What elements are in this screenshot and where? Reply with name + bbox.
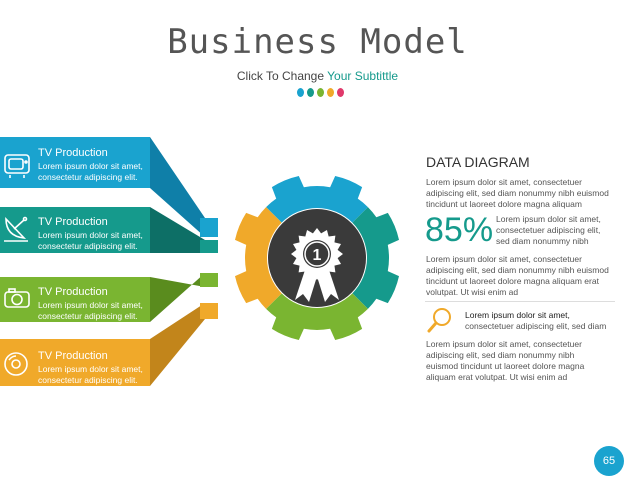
search-icon bbox=[427, 308, 451, 333]
p3-line: adipiscing elit, sed diam nonummy nibh e… bbox=[426, 265, 609, 275]
p2-line: consectetuer adipiscing elit, bbox=[496, 225, 601, 235]
paragraph-4: Lorem ipsum dolor sit amet, consectetuer… bbox=[465, 310, 606, 332]
band-2-box bbox=[0, 207, 150, 253]
badge-number: 1 bbox=[313, 247, 322, 264]
band-4-tab bbox=[200, 303, 218, 319]
subtitle-prefix: Click To Change bbox=[236, 69, 328, 83]
gear-segment-teal bbox=[352, 207, 400, 309]
dot-3 bbox=[317, 88, 324, 97]
band-1-tab bbox=[200, 218, 218, 237]
data-diagram-title: DATA DIAGRAM bbox=[426, 154, 530, 170]
item-4-label: TV Production Lorem ipsum dolor sit amet… bbox=[38, 350, 143, 386]
dot-4 bbox=[327, 88, 334, 97]
band-2 bbox=[0, 207, 218, 253]
item-4-line2: consectetur adipiscing elit. bbox=[38, 375, 138, 385]
band-1-box bbox=[0, 137, 150, 188]
item-3-title: TV Production bbox=[38, 286, 108, 298]
item-2-title: TV Production bbox=[38, 216, 108, 228]
item-3-line1: Lorem ipsum dolor sit amet, bbox=[38, 300, 143, 310]
item-2-label: TV Production Lorem ipsum dolor sit amet… bbox=[38, 216, 143, 252]
paragraph-1: Lorem ipsum dolor sit amet, consectetuer… bbox=[426, 177, 609, 210]
item-4-title: TV Production bbox=[38, 350, 108, 362]
p1-line: adipiscing elit, sed diam nonummy nibh e… bbox=[426, 188, 609, 198]
paragraph-3: Lorem ipsum dolor sit amet, consectetuer… bbox=[426, 254, 609, 298]
item-1-title: TV Production bbox=[38, 147, 108, 159]
dot-2 bbox=[307, 88, 314, 97]
p1-line: tincidunt ut laoreet dolore magna aliqua… bbox=[426, 199, 582, 209]
paragraph-2: Lorem ipsum dolor sit amet, consectetuer… bbox=[496, 214, 601, 247]
disc-icon bbox=[4, 352, 28, 376]
p2-line: sed diam nonummy nibh bbox=[496, 236, 589, 246]
divider bbox=[425, 301, 615, 302]
band-4 bbox=[0, 303, 218, 386]
page-title: Business Model bbox=[167, 22, 468, 62]
item-1-label: TV Production Lorem ipsum dolor sit amet… bbox=[38, 147, 143, 183]
satellite-dish-icon bbox=[4, 216, 28, 242]
color-dots bbox=[297, 88, 344, 97]
p5-line: Lorem ipsum dolor sit amet, consectetuer bbox=[426, 339, 582, 349]
p3-line: Lorem ipsum dolor sit amet, consectetuer bbox=[426, 254, 582, 264]
page-subtitle: Click To Change Your Subtittle bbox=[0, 69, 635, 83]
item-1-line2: consectetur adipiscing elit. bbox=[38, 172, 138, 182]
band-3 bbox=[0, 273, 218, 322]
item-4-line1: Lorem ipsum dolor sit amet, bbox=[38, 364, 143, 374]
camera-icon bbox=[4, 288, 30, 308]
band-4-box bbox=[0, 339, 150, 386]
band-2-tab bbox=[200, 240, 218, 253]
subtitle-accent: Your Subtittle bbox=[327, 69, 399, 83]
item-3-label: TV Production Lorem ipsum dolor sit amet… bbox=[38, 286, 143, 322]
item-3-line2: consectetur adipiscing elit. bbox=[38, 311, 138, 321]
item-2-line1: Lorem ipsum dolor sit amet, bbox=[38, 230, 143, 240]
gear-segment-blue bbox=[266, 175, 368, 223]
band-3-tab bbox=[200, 273, 218, 287]
p4-line: Lorem ipsum dolor sit amet, bbox=[465, 310, 570, 320]
p4-line: consectetuer adipiscing elit, sed diam bbox=[465, 321, 607, 331]
p3-line: tincidunt ut laoreet dolore magna aliqua… bbox=[426, 276, 599, 286]
p2-line: Lorem ipsum dolor sit amet, bbox=[496, 214, 601, 224]
p5-line: euismod tincidunt ut laoreet dolore magn… bbox=[426, 361, 585, 371]
dot-1 bbox=[297, 88, 304, 97]
dot-5 bbox=[337, 88, 344, 97]
p1-line: Lorem ipsum dolor sit amet, consectetuer bbox=[426, 177, 582, 187]
band-1 bbox=[0, 137, 218, 237]
award-ribbon-icon: 1 bbox=[291, 228, 343, 302]
paragraph-5: Lorem ipsum dolor sit amet, consectetuer… bbox=[426, 339, 584, 383]
p3-line: volutpat. Ut wisi enim ad bbox=[426, 287, 519, 297]
band-4-ribbon bbox=[150, 303, 218, 386]
percent-value: 85% bbox=[425, 211, 494, 249]
p5-line: adipiscing elit, sed diam nonummy nibh bbox=[426, 350, 575, 360]
item-1-line1: Lorem ipsum dolor sit amet, bbox=[38, 161, 143, 171]
gear-segment-green bbox=[266, 293, 368, 341]
item-2-line2: consectetur adipiscing elit. bbox=[38, 241, 138, 251]
band-3-box bbox=[0, 277, 150, 322]
gear-segment-orange bbox=[234, 207, 282, 309]
page-number: 65 bbox=[594, 446, 624, 476]
p5-line: aliquam erat volutpat. Ut wisi enim ad bbox=[426, 372, 568, 382]
tv-icon bbox=[4, 154, 30, 178]
